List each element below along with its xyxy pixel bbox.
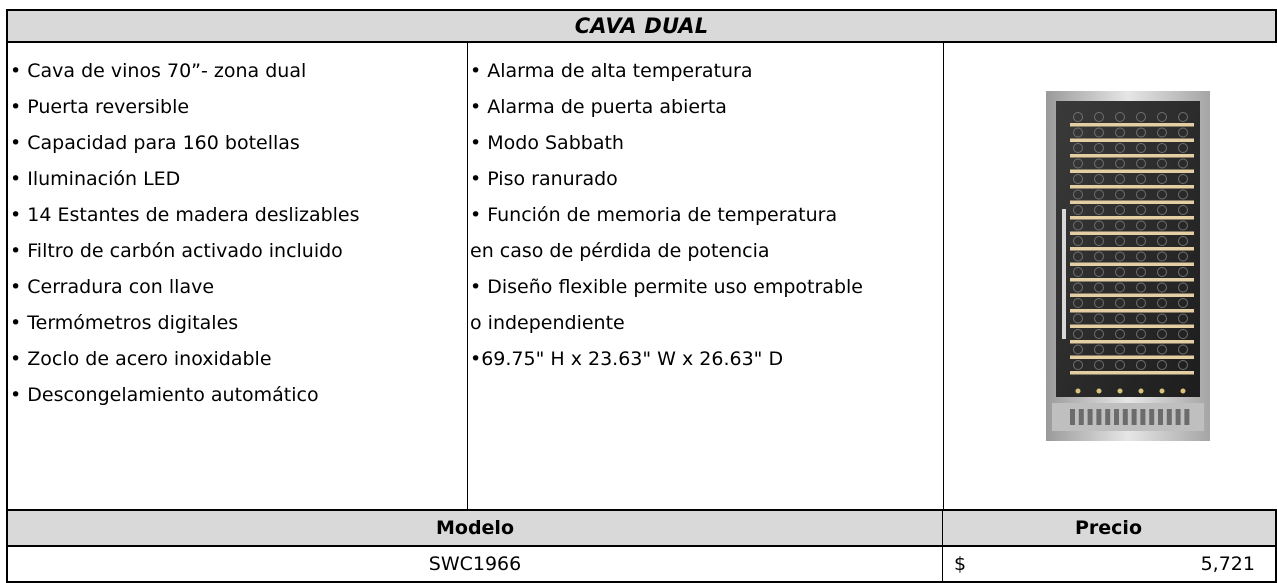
value-row: SWC1966 $ 5,721: [6, 547, 1277, 583]
feature-item: • Modo Sabbath: [470, 132, 624, 154]
feature-item: • Iluminación LED: [10, 168, 181, 190]
shelves: [1070, 112, 1194, 375]
feature-item: • Piso ranurado: [470, 168, 618, 190]
feature-item: • 14 Estantes de madera deslizables: [10, 204, 360, 226]
features-area: • Cava de vinos 70”- zona dual • Puerta …: [6, 43, 1277, 509]
wine-cooler-image: [1046, 91, 1210, 441]
model-value: SWC1966: [8, 547, 943, 581]
feature-item: • Diseño flexible permite uso empotrable: [470, 276, 863, 298]
feature-item: • Termómetros digitales: [10, 312, 239, 334]
feature-item: • Cava de vinos 70”- zona dual: [10, 60, 307, 82]
price-header: Precio: [1074, 517, 1142, 539]
features-right-list: • Alarma de alta temperatura • Alarma de…: [470, 53, 863, 377]
product-image-cell: [944, 43, 1277, 509]
title-row: CAVA DUAL: [6, 9, 1277, 43]
header-row: Modelo Precio: [6, 509, 1277, 547]
model-header: Modelo: [8, 511, 943, 545]
feature-item: o independiente: [470, 312, 625, 334]
feature-item: • Alarma de alta temperatura: [470, 60, 753, 82]
feature-item: en caso de pérdida de potencia: [470, 240, 770, 262]
bottom-bottles: [1075, 388, 1186, 394]
features-left-column: • Cava de vinos 70”- zona dual • Puerta …: [8, 43, 468, 509]
feature-item: •69.75" H x 23.63" W x 26.63" D: [470, 348, 784, 370]
feature-item: • Zoclo de acero inoxidable: [10, 348, 272, 370]
feature-item: • Alarma de puerta abierta: [470, 96, 727, 118]
feature-item: • Cerradura con llave: [10, 276, 215, 298]
price-amount: 5,721: [1200, 553, 1255, 575]
price-value: $ 5,721: [942, 547, 1275, 581]
feature-item: • Puerta reversible: [10, 96, 190, 118]
price-currency: $: [954, 553, 967, 575]
kick-plate-vent: [1070, 409, 1190, 425]
feature-item: • Filtro de carbón activado incluido: [10, 240, 343, 262]
feature-item: • Capacidad para 160 botellas: [10, 132, 300, 154]
feature-item: • Descongelamiento automático: [10, 384, 319, 406]
feature-item: • Función de memoria de temperatura: [470, 204, 838, 226]
sheet-title: CAVA DUAL: [574, 14, 709, 38]
features-right-column: • Alarma de alta temperatura • Alarma de…: [468, 43, 944, 509]
features-left-list: • Cava de vinos 70”- zona dual • Puerta …: [10, 53, 360, 413]
